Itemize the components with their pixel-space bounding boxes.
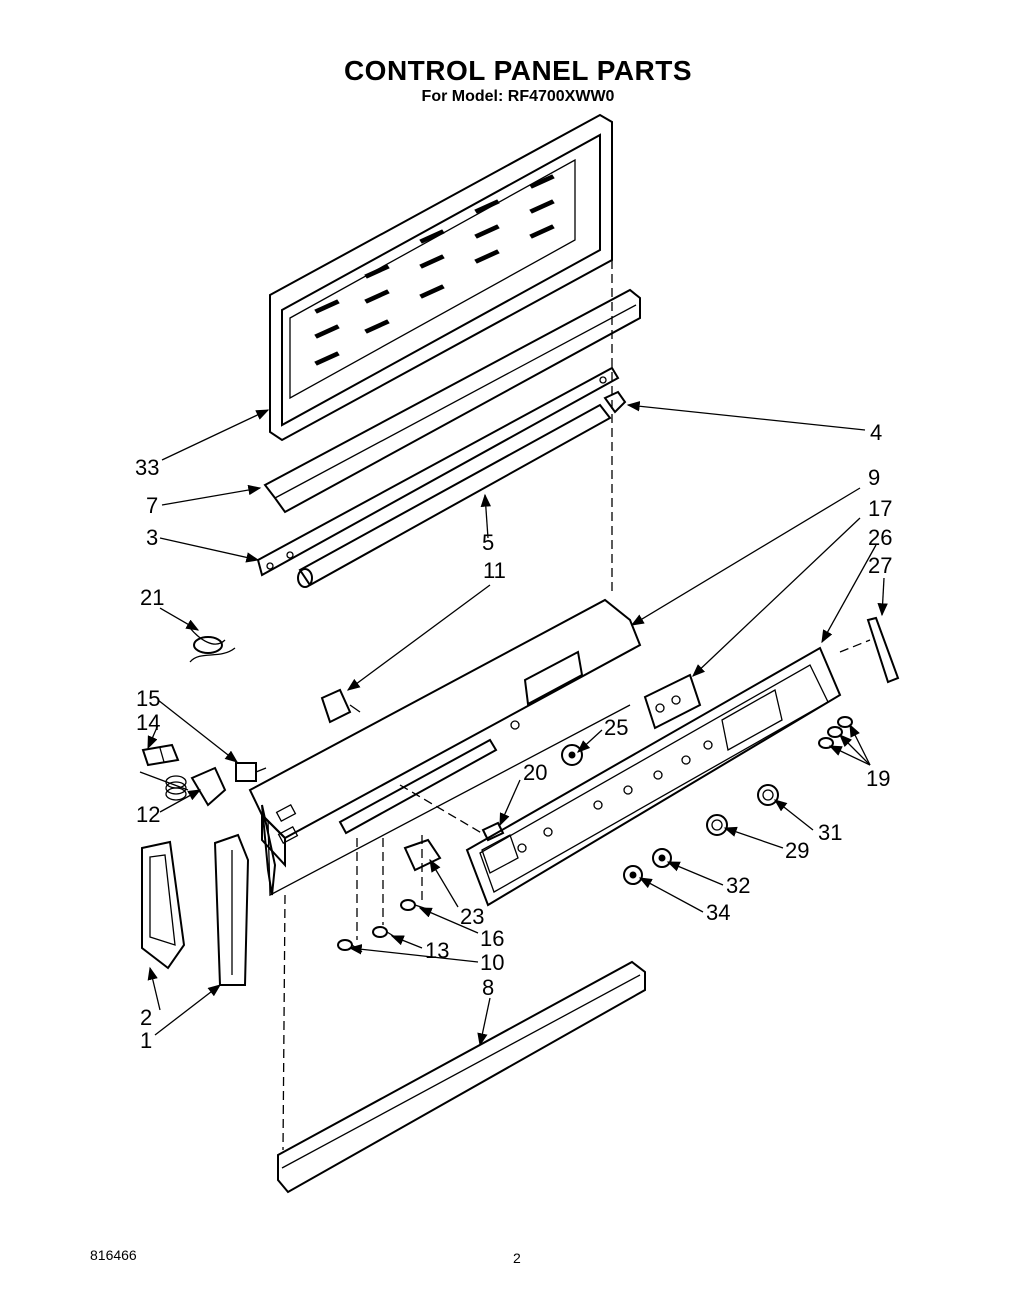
part-31-knob [757, 784, 779, 806]
page-title: CONTROL PANEL PARTS [343, 55, 693, 86]
leader-lines [147, 401, 888, 1047]
callout-32: 32 [726, 873, 750, 898]
part-21-coil [189, 627, 236, 663]
callout-9: 9 [868, 465, 880, 490]
callout-4: 4 [870, 420, 882, 445]
callout-3: 3 [146, 525, 158, 550]
callout-11: 11 [483, 558, 506, 583]
callout-1: 1 [140, 1028, 152, 1053]
callout-23: 23 [460, 904, 484, 929]
part-11-connector [320, 688, 361, 724]
callout-8: 8 [482, 975, 494, 1000]
part-4-lamp-holder [603, 390, 627, 414]
page-number: 2 [513, 1250, 521, 1266]
part-3-bracket [256, 366, 620, 577]
callout-20: 20 [523, 760, 547, 785]
part-12-spring [139, 766, 227, 807]
part-8-trim-rail [277, 960, 646, 1194]
part-9-control-housing [248, 598, 642, 897]
callout-7: 7 [146, 493, 158, 518]
part-1-side-bracket [213, 833, 250, 986]
callout-27: 27 [868, 553, 892, 578]
callout-15: 15 [136, 686, 160, 711]
callout-26: 26 [868, 525, 892, 550]
part-25-washer [561, 744, 583, 766]
part-27-end-cap [866, 616, 900, 684]
model-subtitle: For Model: RF4700XWW0 [421, 88, 615, 105]
callout-12: 12 [136, 802, 160, 827]
callout-13: 13 [425, 938, 449, 963]
part-34-ring [623, 865, 643, 885]
callout-5: 5 [482, 530, 494, 555]
part-7-trim [263, 288, 641, 514]
part-32-ring [652, 848, 672, 868]
part-15-switch [235, 762, 267, 782]
vent-slots [314, 174, 555, 366]
callout-16: 16 [480, 926, 504, 951]
callout-14: 14 [136, 710, 160, 735]
part-17-timer [643, 673, 702, 730]
callout-34: 34 [706, 900, 730, 925]
callout-17: 17 [868, 496, 892, 521]
part-5-lamp [297, 403, 612, 588]
indicator-marks [517, 740, 713, 853]
part-29-knob [706, 814, 728, 836]
part-14-insert [141, 743, 180, 767]
callout-25: 25 [604, 715, 628, 740]
part-23-relay [403, 835, 442, 900]
part-26-panel-face [465, 646, 842, 907]
part-19-lights [818, 716, 853, 749]
callout-29: 29 [785, 838, 809, 863]
callout-2: 2 [140, 1005, 152, 1030]
part-20-pin [338, 738, 505, 842]
part-2-gasket [141, 840, 186, 970]
callout-33: 33 [135, 455, 159, 480]
callout-31: 31 [818, 820, 842, 845]
part-16-screw [400, 899, 431, 911]
callout-10: 10 [480, 950, 504, 975]
callout-21: 21 [140, 585, 164, 610]
callout-19: 19 [866, 766, 890, 791]
document-code: 816466 [90, 1247, 137, 1263]
